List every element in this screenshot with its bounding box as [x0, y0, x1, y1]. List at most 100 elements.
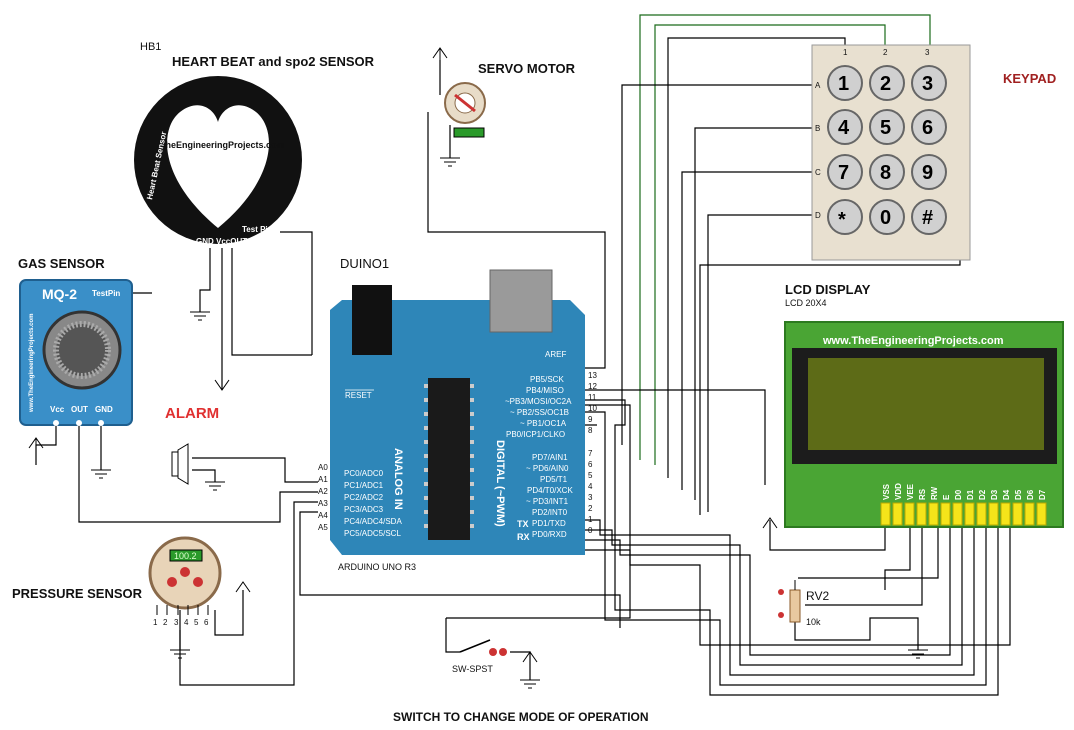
- pressure-pin-label: 2: [163, 618, 168, 627]
- digital-label: DIGITAL (~PWM): [494, 440, 506, 527]
- key-button: [911, 109, 947, 145]
- keypad-row-label: D: [815, 211, 821, 220]
- lcd-pin-label: E: [942, 494, 951, 500]
- power-arrow-icon: [28, 437, 44, 465]
- key-button: [869, 154, 905, 190]
- keypad-col-label: 3: [925, 48, 930, 57]
- lcd-pin-label: VDD: [894, 483, 903, 500]
- gas-pin-label: GND: [95, 405, 113, 414]
- aref-label: AREF: [545, 350, 566, 359]
- reset-label: RESET: [345, 391, 372, 400]
- arduino-caption: ARDUINO UNO R3: [338, 562, 416, 572]
- alarm: ALARM: [165, 405, 219, 485]
- analog-pin-label: PC0/ADC0: [344, 469, 384, 478]
- key-label: 4: [838, 117, 850, 139]
- pressure-title: PRESSURE SENSOR: [12, 586, 143, 601]
- key-button: [869, 109, 905, 145]
- pressure-sensor: PRESSURE SENSOR 100.2 1 2 3 4 5 6: [12, 536, 222, 627]
- lcd-pin-label: RW: [930, 486, 939, 500]
- key-label: 7: [838, 162, 849, 184]
- power-arrow-icon: [432, 47, 448, 60]
- analog-ext-label: A4: [318, 511, 328, 520]
- analog-ext-label: A3: [318, 499, 328, 508]
- keypad-col-label: 1: [843, 48, 848, 57]
- pressure-pin-label: 5: [194, 618, 199, 627]
- gas-pin-label: OUT: [71, 405, 88, 414]
- key-button: [911, 154, 947, 190]
- key-button: [827, 109, 863, 145]
- lcd-pin-label: D1: [966, 489, 975, 500]
- lcd-model: LCD 20X4: [785, 298, 827, 308]
- analog-pin-label: PC2/ADC2: [344, 493, 384, 502]
- heart-title: HEART BEAT and spo2 SENSOR: [172, 54, 375, 69]
- digital-pin-number: 4: [588, 482, 593, 491]
- lcd-pin-label: D6: [1026, 489, 1035, 500]
- keypad-row-label: A: [815, 81, 821, 90]
- wires: [35, 14, 1011, 696]
- digital-pin-label: PD0/RXD: [532, 530, 567, 539]
- arduino-uno: DUINO1 AREF RESET ANALOG IN DIGITAL (~PW…: [318, 256, 597, 572]
- lcd-pin-label: D3: [990, 489, 999, 500]
- power-arrow-icon: [214, 379, 230, 391]
- servo-title: SERVO MOTOR: [478, 61, 576, 76]
- tx-label: TX: [517, 519, 529, 529]
- pressure-readout: 100.2: [174, 551, 197, 561]
- digital-pin-label: PD2/INT0: [532, 508, 568, 517]
- digital-pin-number: 3: [588, 493, 593, 502]
- ground-symbols: [91, 157, 928, 689]
- key-button: [827, 199, 863, 235]
- switch-caption: SWITCH TO CHANGE MODE OF OPERATION: [393, 710, 649, 724]
- rx-label: RX: [517, 532, 530, 542]
- digital-pin-number: 7: [588, 449, 593, 458]
- heart-beat-sensor: HB1 HEART BEAT and spo2 SENSOR TheEngine…: [134, 41, 375, 246]
- digital-pin-label: PD1/TXD: [532, 519, 566, 528]
- lcd-pin-label: D5: [1014, 489, 1023, 500]
- pressure-pin-label: 6: [204, 618, 209, 627]
- power-jack: [489, 269, 553, 333]
- rv-ref: RV2: [806, 589, 829, 603]
- digital-pin-number: 5: [588, 471, 593, 480]
- ground-icon: [91, 469, 111, 479]
- analog-pin-label: PC3/ADC3: [344, 505, 384, 514]
- keypad-title: KEYPAD: [1003, 71, 1056, 86]
- key-label: 2: [880, 73, 891, 95]
- ground-icon: [205, 481, 225, 491]
- digital-pin-label: PD5/T1: [540, 475, 568, 484]
- lcd-pin-label: D7: [1038, 489, 1047, 500]
- digital-pin-label: ~ PB1/OC1A: [520, 419, 567, 428]
- lcd-pin-label: VEE: [906, 483, 915, 500]
- digital-pin-number: 13: [588, 371, 597, 380]
- key-button: [869, 199, 905, 235]
- key-label: #: [922, 207, 933, 229]
- key-label: 0: [880, 207, 891, 229]
- duino-ref: DUINO1: [340, 256, 389, 271]
- ground-icon: [520, 679, 540, 689]
- gas-testpin: TestPin: [92, 289, 120, 298]
- mode-switch: SW-SPST SWITCH TO CHANGE MODE OF OPERATI…: [393, 639, 649, 724]
- digital-pin-number: 2: [588, 504, 593, 513]
- analog-ext-label: A5: [318, 523, 328, 532]
- usb-jack: [352, 285, 392, 355]
- digital-pin-number: 10: [588, 404, 597, 413]
- ground-icon: [908, 649, 928, 659]
- lcd-screen: [808, 358, 1044, 450]
- digital-pin-number: 11: [588, 393, 597, 402]
- ground-icon: [170, 649, 190, 659]
- key-button: [911, 199, 947, 235]
- digital-pin-number: 9: [588, 415, 593, 424]
- lcd-pin-label: D0: [954, 489, 963, 500]
- digital-pin-label: ~ PD6/AIN0: [526, 464, 569, 473]
- power-arrow-icon: [762, 517, 778, 529]
- lcd-title: LCD DISPLAY: [785, 282, 871, 297]
- digital-pin-label: ~ PB2/SS/OC1B: [510, 408, 569, 417]
- keypad-row-label: B: [815, 124, 820, 133]
- gas-model: MQ-2: [42, 286, 77, 302]
- ground-icon: [190, 311, 210, 321]
- key-label: 9: [922, 162, 933, 184]
- digital-pin-number: 8: [588, 426, 593, 435]
- analog-pin-label: PC4/ADC4/SDA: [344, 517, 402, 526]
- key-label: 8: [880, 162, 891, 184]
- alarm-title: ALARM: [165, 405, 219, 422]
- key-button: [827, 154, 863, 190]
